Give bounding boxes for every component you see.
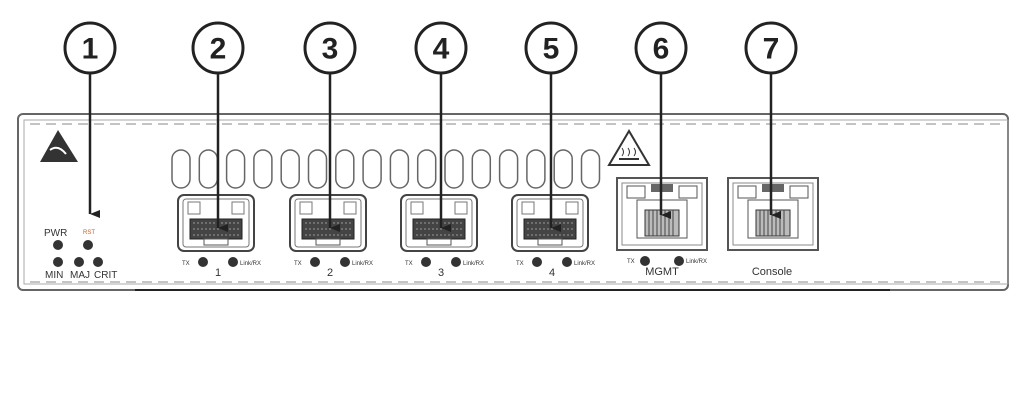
console-port[interactable] [727, 177, 819, 251]
link-rx-label: Link/RX [463, 261, 484, 267]
mgmt-label: MGMT [645, 266, 679, 278]
callout-2: 2 [191, 21, 245, 232]
mgmt-tx-led [640, 256, 650, 266]
vent-slot [471, 149, 492, 189]
tx-label: TX [405, 261, 413, 267]
tx-label: TX [182, 261, 190, 267]
button-rst[interactable] [83, 240, 93, 250]
sfp-port-2[interactable]: TX Link/RX 2 [289, 194, 373, 279]
link-rx-led [451, 257, 461, 267]
tx-led [421, 257, 431, 267]
port-number: 1 [215, 267, 221, 279]
vent-slot [225, 149, 246, 189]
callout-7: 7 [744, 21, 798, 219]
led-crit [93, 257, 103, 267]
vent-slot [526, 149, 546, 189]
callout-3: 3 [303, 21, 357, 232]
mgmt-tx-label: TX [627, 259, 635, 265]
led-maj [74, 257, 84, 267]
link-rx-led [340, 257, 350, 267]
link-rx-led [228, 257, 238, 267]
esd-warning-icon [40, 130, 78, 162]
sfp-port-4[interactable]: TX Link/RX 4 [511, 194, 595, 279]
vent-slot [553, 149, 573, 189]
link-rx-led [562, 257, 572, 267]
led-pwr [53, 240, 63, 250]
led-label-crit: CRIT [94, 270, 117, 281]
led-label-pwr: PWR [44, 228, 67, 239]
tx-led [532, 257, 542, 267]
tx-led [310, 257, 320, 267]
vent-slot [335, 149, 355, 189]
link-rx-label: Link/RX [352, 261, 373, 267]
tx-label: TX [516, 261, 524, 267]
sfp-port-1[interactable]: TX Link/RX 1 [177, 194, 261, 279]
callout-number: 7 [763, 33, 780, 66]
port-number: 3 [438, 267, 444, 279]
callout-number: 5 [543, 33, 560, 66]
callout-6: 6 [634, 21, 688, 219]
vent-slot [280, 149, 300, 189]
vent-slot [362, 149, 382, 189]
led-label-min: MIN [45, 270, 63, 281]
vent-slot [171, 149, 191, 189]
callout-4: 4 [414, 21, 468, 232]
vent-slot [307, 149, 328, 189]
mgmt-link-label: Link/RX [686, 259, 707, 265]
callout-number: 6 [653, 33, 670, 66]
led-min [53, 257, 63, 267]
led-label-rst: RST [83, 230, 95, 236]
callout-1: 1 [63, 21, 117, 218]
tx-led [198, 257, 208, 267]
led-label-maj: MAJ [70, 270, 90, 281]
vent-slot [253, 149, 273, 189]
callout-number: 4 [433, 33, 450, 66]
callout-number: 1 [82, 33, 99, 66]
sfp-port-3[interactable]: TX Link/RX 3 [400, 194, 484, 279]
callout-number: 2 [210, 33, 227, 66]
mgmt-link-led [674, 256, 684, 266]
vent-slot [498, 149, 519, 189]
link-rx-label: Link/RX [574, 261, 595, 267]
vent-slot [416, 149, 437, 189]
callout-number: 3 [322, 33, 339, 66]
port-number: 4 [549, 267, 555, 279]
status-leds: PWR RST MIN MAJ CRIT [44, 228, 117, 281]
ventilation-slots [171, 149, 601, 189]
console-label: Console [752, 266, 792, 278]
vent-slot [198, 149, 219, 189]
port-number: 2 [327, 267, 333, 279]
tx-label: TX [294, 261, 302, 267]
vent-slot [444, 149, 464, 189]
callout-5: 5 [524, 21, 578, 232]
link-rx-label: Link/RX [240, 261, 261, 267]
vent-slot [580, 149, 601, 189]
vent-slot [389, 149, 410, 189]
hot-surface-warning-icon [607, 129, 651, 166]
